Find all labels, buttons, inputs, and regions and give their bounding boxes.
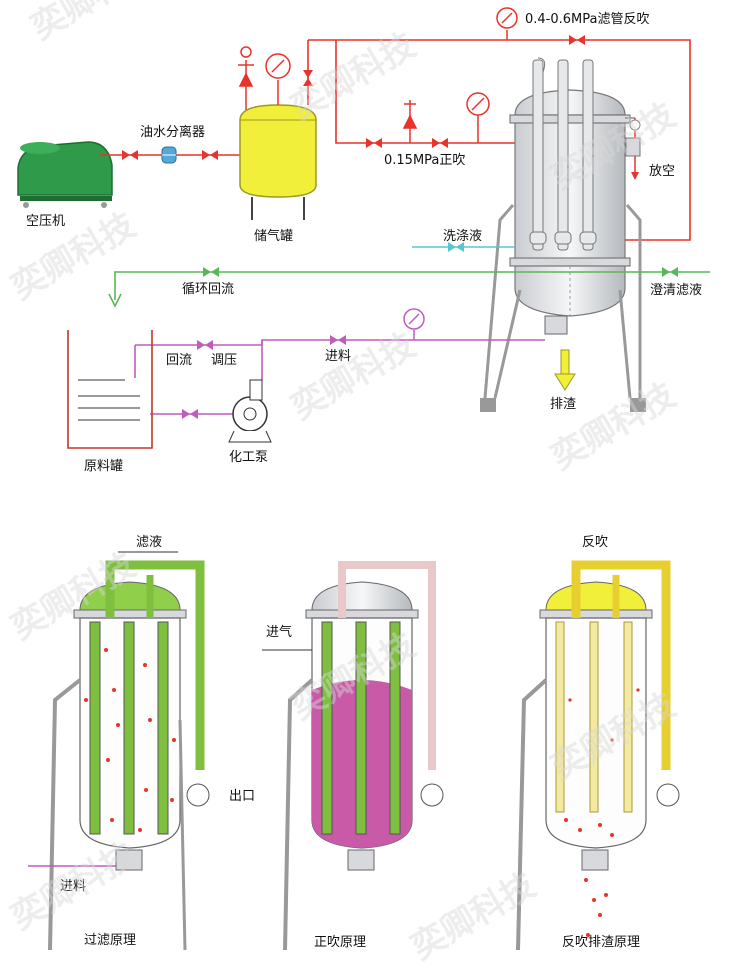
chemical-pump-label: 化工泵 [229, 450, 268, 465]
return-flow-label: 回流 [166, 353, 192, 368]
filtrate-label: 滤液 [136, 535, 162, 550]
clear-filtrate-valve [662, 267, 678, 277]
feed-gauge [403, 308, 425, 340]
air-tank-outlet-valve [303, 40, 313, 105]
reverse-blow-label: 0.4-0.6MPa滤管反吹 [525, 12, 649, 27]
feed-valve [182, 335, 346, 419]
slag-discharge-label: 排渣 [550, 397, 576, 412]
vent-label: 放空 [649, 164, 675, 179]
air-tank-label: 储气罐 [254, 228, 293, 244]
filtration-principle-label: 过滤原理 [84, 933, 136, 948]
filter-feet-main [480, 398, 646, 412]
circulation-return-label: 循环回流 [182, 282, 234, 297]
reverse-blow-top-label: 反吹 [582, 535, 608, 550]
air-in-label: 进气 [266, 624, 292, 640]
air-tank [239, 104, 317, 220]
circulation-valve [203, 267, 219, 277]
compressor-label: 空压机 [26, 214, 65, 229]
oil-water-separator [161, 146, 177, 164]
wash-liquid-label: 洗涤液 [443, 229, 482, 244]
forward-blow-valve [366, 138, 448, 148]
slag-discharge-arrow [554, 349, 576, 391]
forward-blow-relief-valve [402, 100, 418, 143]
forward-blow-label: 0.15MPa正吹 [384, 153, 465, 168]
valve-compressor [122, 150, 138, 160]
pressure-regulate-label: 调压 [211, 353, 237, 368]
chemical-pump [228, 379, 272, 443]
air-tank-safety-valve [238, 46, 254, 110]
vessel-reverse-blow [516, 560, 680, 951]
oil-water-separator-label: 油水分离器 [140, 124, 205, 140]
reverse-blow-particles [564, 688, 640, 937]
watermark: 奕卿科技 [405, 865, 543, 968]
valve-separator [202, 150, 218, 160]
clear-filtrate-label: 澄清滤液 [650, 283, 702, 298]
reverse-blow-slag-principle-label: 反吹排渣原理 [562, 935, 640, 950]
filter-legs-main [483, 204, 642, 399]
compressor [17, 141, 113, 208]
filtration-particles [84, 648, 176, 832]
air-line-reverse-blow [308, 39, 691, 241]
watermark: 奕卿科技 [5, 835, 143, 938]
feed-bottom-label: 进料 [60, 879, 86, 894]
reverse-blow-gauge [496, 7, 518, 40]
raw-tank [67, 330, 153, 449]
air-tank-gauge [265, 53, 291, 105]
vessel-forward-blow [283, 561, 444, 951]
raw-tank-label: 原料罐 [84, 459, 123, 474]
vent-pipe [625, 117, 641, 180]
feed-top-label: 进料 [325, 349, 351, 364]
wash-liquid-line [412, 242, 515, 252]
watermark: 奕卿科技 [25, 0, 163, 48]
reverse-blow-valve [569, 35, 585, 45]
outlet-label: 出口 [229, 789, 255, 804]
filter-tubes-main [529, 57, 597, 251]
air-line-forward-blow [335, 40, 515, 144]
forward-blow-gauge [466, 92, 490, 143]
circulation-line [108, 271, 710, 308]
forward-blow-principle-label: 正吹原理 [314, 935, 366, 950]
